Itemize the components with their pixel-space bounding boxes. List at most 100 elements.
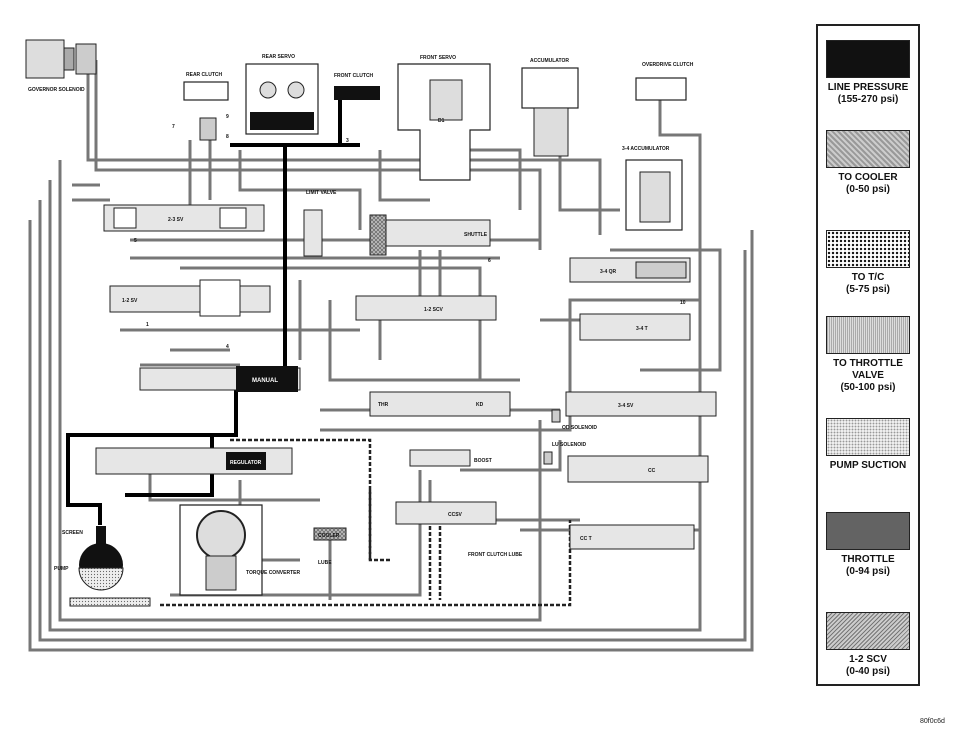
rear-servo: REAR SERVO: [245, 54, 319, 135]
od-solenoid-label: OD SOLENOID: [562, 425, 597, 431]
tc-circuit: [160, 438, 572, 607]
governor-solenoid-label: GOVERNOR SOLENOID: [28, 87, 85, 93]
hydraulic-schematic: GOVERNOR SOLENOID REAR CLUTCH 7 9 8 REAR…: [25, 39, 754, 652]
legend-swatch-to-tc: [826, 230, 910, 268]
t-3-4-label: 3-4 T: [636, 326, 648, 332]
cc-t-label: CC T: [580, 536, 592, 542]
legend-1-2-scv: 1-2 SCV (0-40 psi): [818, 612, 918, 678]
valve-3-4-sv: 3-4 SV: [565, 391, 717, 417]
torque-converter: TORQUE CONVERTER: [179, 504, 300, 596]
cooler: COOLER LUBE: [313, 527, 347, 566]
port-10-label: 10: [680, 300, 686, 306]
port-9-label: 9: [226, 114, 229, 120]
accumulator-3-4: 3-4 ACCUMULATOR: [622, 146, 683, 231]
lube-label: LUBE: [318, 560, 332, 566]
legend-swatch-1-2-scv: [826, 612, 910, 650]
legend-to-throttle-valve: TO THROTTLE VALVE (50-100 psi): [818, 316, 918, 394]
front-clutch: FRONT CLUTCH 3: [334, 73, 380, 144]
valve-cc-t: CC T: [569, 524, 695, 550]
accumulator: ACCUMULATOR: [521, 58, 579, 157]
pressure-legend: LINE PRESSURE (155-270 psi) TO COOLER (0…: [816, 24, 920, 686]
legend-range-throttle: (0-94 psi): [846, 566, 890, 577]
legend-label-to-tc: TO T/C: [851, 272, 885, 283]
valve-3-4-qr: 3-4 QR: [569, 257, 691, 283]
valve-3-4-t: 3-4 T 10: [579, 300, 691, 341]
legend-label-1-2-scv: 1-2 SCV: [849, 654, 887, 665]
accumulator-3-4-label: 3-4 ACCUMULATOR: [622, 146, 670, 152]
limit-valve: LIMIT VALVE: [303, 190, 337, 257]
overdrive-clutch-label: OVERDRIVE CLUTCH: [642, 62, 694, 68]
lu-solenoid-label: LU SOLENOID: [552, 442, 587, 448]
reference-code: 80f0c6d: [920, 718, 945, 725]
legend-label-to-throttle-valve: TO THROTTLE VALVE: [833, 358, 903, 381]
legend-label-to-cooler: TO COOLER: [838, 172, 898, 183]
regulator-label: REGULATOR: [230, 460, 262, 466]
scv-1-2-label: 1-2 SCV: [424, 307, 444, 313]
legend-label-pump-suction: PUMP SUCTION: [829, 460, 907, 471]
limit-valve-label: LIMIT VALVE: [306, 190, 337, 196]
port-4-label: 4: [226, 344, 229, 350]
cooler-label: COOLER: [318, 533, 340, 539]
valve-cc: CC: [567, 455, 709, 483]
shuttle-valve: SHUTTLE 6: [369, 214, 491, 264]
legend-to-tc: TO T/C (5-75 psi): [818, 230, 918, 296]
front-servo-label: FRONT SERVO: [420, 55, 456, 61]
accumulator-label: ACCUMULATOR: [530, 58, 569, 64]
port-3-label: 3: [346, 138, 349, 144]
legend-range-to-tc: (5-75 psi): [846, 284, 890, 295]
legend-line-pressure: LINE PRESSURE (155-270 psi): [818, 40, 918, 106]
valve-2-3-sv: 2-3 SV 5: [103, 204, 265, 244]
valve-ccsv: CCSV: [395, 501, 497, 525]
port-7-label: 7: [172, 124, 175, 130]
kd-label: KD: [476, 402, 484, 408]
throttle-kickdown-valve: THR KD: [369, 391, 511, 417]
regulator-valve: REGULATOR: [95, 447, 293, 475]
legend-range-to-cooler: (0-50 psi): [846, 184, 890, 195]
front-servo: FRONT SERVO D1: [397, 55, 491, 181]
sv-1-2-label: 1-2 SV: [122, 298, 138, 304]
d1-label: D1: [438, 118, 445, 124]
port-5-label: 5: [134, 238, 137, 244]
legend-throttle: THROTTLE (0-94 psi): [818, 512, 918, 578]
legend-to-cooler: TO COOLER (0-50 psi): [818, 130, 918, 196]
thr-label: THR: [378, 402, 389, 408]
legend-range-line-pressure: (155-270 psi): [837, 94, 899, 105]
legend-label-line-pressure: LINE PRESSURE: [827, 82, 909, 93]
screen-label: SCREEN: [62, 530, 83, 536]
front-clutch-label: FRONT CLUTCH: [334, 73, 374, 79]
governor-solenoid: GOVERNOR SOLENOID: [25, 39, 97, 93]
manual-valve: MANUAL 4: [139, 344, 301, 392]
qr-3-4-label: 3-4 QR: [600, 269, 617, 275]
rear-clutch-label: REAR CLUTCH: [186, 72, 222, 78]
legend-swatch-to-throttle-valve: [826, 316, 910, 354]
shuttle-label: SHUTTLE: [464, 232, 488, 238]
legend-swatch-pump-suction: [826, 418, 910, 456]
legend-swatch-throttle: [826, 512, 910, 550]
legend-label-throttle: THROTTLE: [841, 554, 895, 565]
manual-label: MANUAL: [252, 378, 278, 384]
valve-1-2-scv: 1-2 SCV: [355, 295, 497, 321]
cc-label: CC: [648, 468, 656, 474]
sv-3-4-label: 3-4 SV: [618, 403, 634, 409]
legend-range-to-throttle-valve: (50-100 psi): [840, 382, 896, 393]
port-8-label: 8: [226, 134, 229, 140]
od-solenoid: OD SOLENOID: [551, 409, 597, 431]
legend-pump-suction: PUMP SUCTION: [818, 418, 918, 472]
port-1-label: 1: [146, 322, 149, 328]
legend-swatch-to-cooler: [826, 130, 910, 168]
pump-assembly: SCREEN PUMP: [54, 526, 151, 607]
front-clutch-lube-label: FRONT CLUTCH LUBE: [468, 552, 523, 558]
front-clutch-lube: FRONT CLUTCH LUBE: [468, 552, 523, 558]
pump-label: PUMP: [54, 566, 69, 572]
ccsv-label: CCSV: [448, 512, 463, 518]
port-6-label: 6: [488, 258, 491, 264]
overdrive-clutch: OVERDRIVE CLUTCH: [635, 62, 694, 101]
boost-label: BOOST: [474, 458, 492, 464]
rear-servo-label: REAR SERVO: [262, 54, 295, 60]
lu-solenoid: LU SOLENOID: [543, 442, 587, 465]
valve-1-2-sv: 1-2 SV 1: [109, 279, 271, 328]
boost-valve: BOOST: [409, 449, 492, 467]
legend-swatch-line-pressure: [826, 40, 910, 78]
torque-converter-label: TORQUE CONVERTER: [246, 570, 300, 576]
rear-clutch: REAR CLUTCH 7 9 8: [172, 72, 229, 141]
